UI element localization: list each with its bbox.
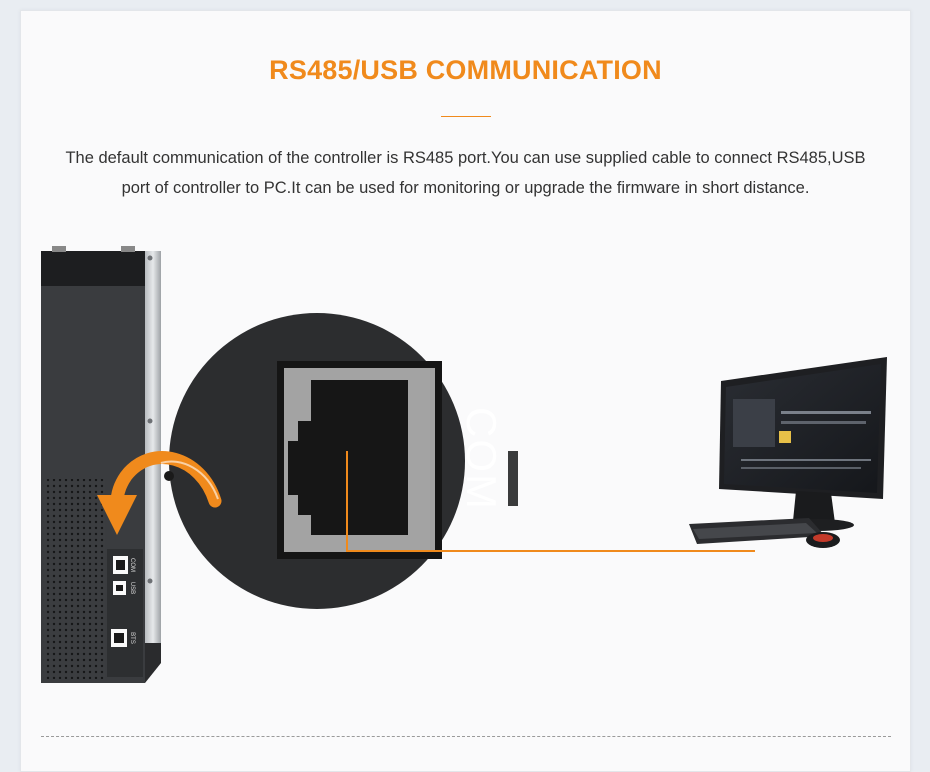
- usb-port-icon: [113, 581, 126, 595]
- bts-port: [111, 629, 127, 647]
- content-card: RS485/USB COMMUNICATION The default comm…: [20, 10, 911, 772]
- curved-arrow-icon: [97, 451, 222, 535]
- description-text: The default communication of the control…: [29, 143, 902, 203]
- com-port-label: COM: [129, 558, 135, 572]
- connection-line: [346, 451, 755, 552]
- page-title: RS485/USB COMMUNICATION: [269, 55, 662, 85]
- section-divider: [41, 736, 891, 737]
- title-underline: [441, 116, 491, 117]
- computer-icon: [689, 357, 887, 548]
- zoom-com-label: COM: [458, 407, 505, 511]
- bts-port-label: BTS: [129, 632, 135, 644]
- usb-port-label: USB: [129, 582, 135, 594]
- description-line-2: port of controller to PC.It can be used …: [121, 179, 810, 197]
- com-port: [113, 556, 128, 574]
- description-line-1: The default communication of the control…: [65, 149, 866, 167]
- illustration: COM USB BTS COM: [41, 246, 887, 683]
